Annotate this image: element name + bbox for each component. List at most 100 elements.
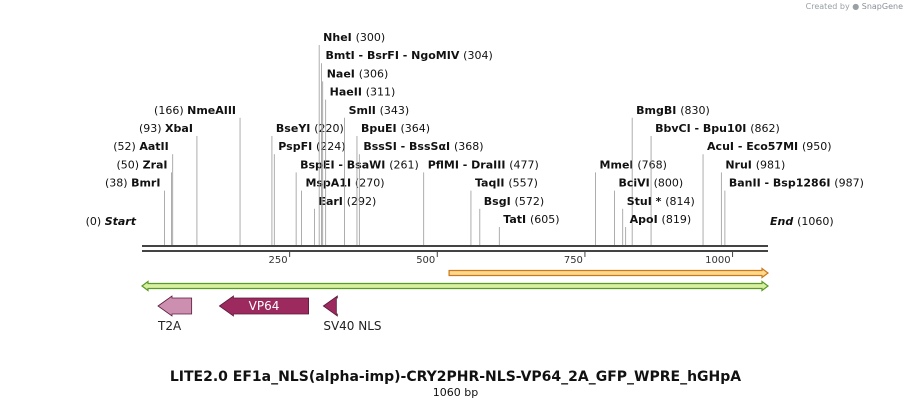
snapgene-credit: Created by ● SnapGene <box>806 2 903 11</box>
restriction-site-label: BssSI - BssSαI (368) <box>363 140 483 153</box>
site-name: StuI * <box>627 195 666 208</box>
site-name: NruI <box>725 158 755 171</box>
axis-tick-label: 500 <box>416 255 435 266</box>
end-label: End (1060) <box>770 215 834 228</box>
feature-label: VP64 <box>249 299 280 313</box>
site-name: BmgBI <box>636 104 680 117</box>
site-position: (987) <box>834 177 864 190</box>
site-position: (368) <box>454 140 484 153</box>
site-position: (304) <box>463 49 493 62</box>
end-name: End <box>770 215 797 228</box>
snapgene-logo-icon: ● <box>852 2 860 11</box>
axis-tick-label: 750 <box>564 255 583 266</box>
end-position: (0) <box>86 215 105 228</box>
site-name: SmlI <box>349 104 380 117</box>
restriction-site-label: ApoI (819) <box>630 213 691 226</box>
site-position: (605) <box>530 213 560 226</box>
restriction-site-label: TaqII (557) <box>475 177 538 190</box>
site-name: NaeI <box>327 67 359 80</box>
site-name: BbvCI - Bpu10I <box>655 122 750 135</box>
site-position: (981) <box>756 158 786 171</box>
site-position: (830) <box>680 104 710 117</box>
restriction-site-label: (93) XbaI <box>139 122 193 135</box>
site-position: (220) <box>314 122 344 135</box>
credit-prefix: Created by <box>805 2 850 11</box>
restriction-site-label: BpuEI (364) <box>361 122 430 135</box>
end-position: (1060) <box>797 215 834 228</box>
restriction-site-label: BanII - Bsp1286I (987) <box>729 177 864 190</box>
site-name: AatII <box>139 140 168 153</box>
site-position: (93) <box>139 122 165 135</box>
end-label: (0) Start <box>86 215 137 228</box>
restriction-site-label: TatI (605) <box>503 213 559 226</box>
end-name: Start <box>105 215 137 228</box>
site-position: (950) <box>802 140 832 153</box>
map-length: 1060 bp <box>432 386 479 399</box>
site-position: (343) <box>380 104 410 117</box>
site-name: TaqII <box>475 177 508 190</box>
site-name: NmeAIII <box>187 104 236 117</box>
credit-brand: SnapGene <box>861 2 903 11</box>
site-name: BciVI <box>618 177 653 190</box>
site-name: BmrI <box>131 177 160 190</box>
restriction-site-label: BseYI (220) <box>276 122 344 135</box>
site-position: (270) <box>355 177 385 190</box>
site-position: (862) <box>750 122 780 135</box>
site-position: (261) <box>389 158 419 171</box>
site-position: (311) <box>366 86 396 99</box>
site-name: BseYI <box>276 122 314 135</box>
site-position: (166) <box>154 104 187 117</box>
axis-tick-label: 250 <box>269 255 288 266</box>
site-position: (768) <box>637 158 667 171</box>
restriction-site-label: BmtI - BsrFI - NgoMIV (304) <box>326 49 493 62</box>
feature-label: T2A <box>157 319 182 333</box>
restriction-site-label: AcuI - Eco57MI (950) <box>707 140 832 153</box>
site-name: PspFI <box>278 140 316 153</box>
restriction-site-label: (50) ZraI <box>117 158 168 171</box>
feature-arrow-sv40-nls <box>322 295 338 317</box>
forward-feature-bar <box>448 267 769 279</box>
site-name: MmeI <box>600 158 638 171</box>
restriction-site-label: BsgI (572) <box>484 195 544 208</box>
restriction-site-label: SmlI (343) <box>349 104 410 117</box>
restriction-site-label: PflMI - DraIII (477) <box>428 158 539 171</box>
map-title: LITE2.0 EF1a_NLS(alpha-imp)-CRY2PHR-NLS-… <box>169 369 742 385</box>
site-position: (364) <box>400 122 430 135</box>
site-position: (52) <box>113 140 139 153</box>
feature-label: SV40 NLS <box>323 319 381 333</box>
site-position: (557) <box>508 177 538 190</box>
site-name: BsgI <box>484 195 515 208</box>
site-position: (572) <box>515 195 545 208</box>
bidirectional-feature-bar <box>141 280 769 292</box>
site-position: (224) <box>316 140 346 153</box>
site-position: (814) <box>665 195 695 208</box>
restriction-site-label: StuI * (814) <box>627 195 695 208</box>
site-position: (38) <box>105 177 131 190</box>
backbone-bottom-strand <box>142 250 768 252</box>
site-name: BssSI - BssSαI <box>363 140 454 153</box>
restriction-site-label: (166) NmeAIII <box>154 104 236 117</box>
site-name: PflMI - DraIII <box>428 158 510 171</box>
site-name: HaeII <box>330 86 366 99</box>
site-position: (819) <box>662 213 692 226</box>
site-name: XbaI <box>165 122 193 135</box>
feature-arrow-vp64 <box>218 295 309 317</box>
axis-tick-label: 1000 <box>705 255 730 266</box>
site-name: BanII - Bsp1286I <box>729 177 834 190</box>
site-position: (292) <box>347 195 377 208</box>
restriction-site-label: NaeI (306) <box>327 67 389 80</box>
site-name: BmtI - BsrFI - NgoMIV <box>326 49 464 62</box>
site-position: (300) <box>356 31 386 44</box>
restriction-site-label: MmeI (768) <box>600 158 667 171</box>
restriction-site-label: MspA1I (270) <box>305 177 384 190</box>
site-position: (477) <box>509 158 539 171</box>
restriction-site-label: (52) AatII <box>113 140 168 153</box>
site-position: (306) <box>359 67 389 80</box>
restriction-site-label: EarI (292) <box>318 195 376 208</box>
restriction-site-label: (38) BmrI <box>105 177 160 190</box>
restriction-site-label: HaeII (311) <box>330 86 396 99</box>
site-name: MspA1I <box>305 177 354 190</box>
site-position: (50) <box>117 158 143 171</box>
restriction-site-label: BmgBI (830) <box>636 104 710 117</box>
